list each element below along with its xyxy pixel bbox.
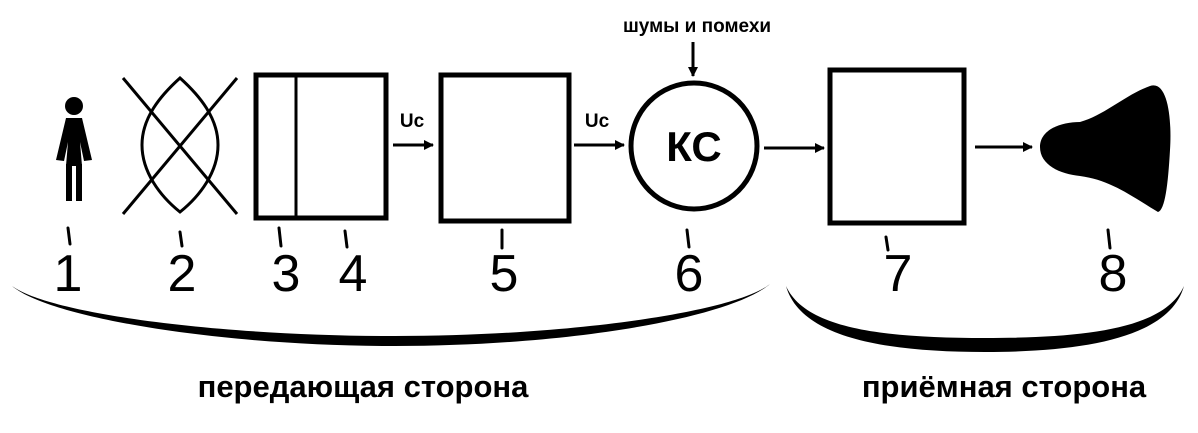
noise-label: шумы и помехи (623, 16, 771, 37)
channel-label: КС (666, 123, 721, 170)
crossed-message-icon (121, 75, 239, 215)
signal-label-1: Uс (400, 111, 425, 132)
noise-arrow: шумы и помехи (623, 16, 771, 77)
receive-side-brace (786, 286, 1184, 352)
person-icon (56, 97, 92, 201)
number-8: 8 (1099, 245, 1128, 303)
receiver-block-7 (827, 67, 967, 226)
signal-label-2: Uс (585, 111, 610, 132)
transmit-side-label: передающая сторона (198, 369, 530, 404)
signal-arrow-2: Uс (574, 111, 625, 150)
receive-side-label: приёмная сторона (862, 369, 1147, 404)
transmit-side-brace (12, 284, 770, 346)
transmitter-block-5 (438, 72, 572, 224)
number-2: 2 (168, 245, 197, 303)
number-6: 6 (675, 245, 704, 303)
number-1: 1 (54, 245, 83, 303)
transmitter-block-3-4 (253, 72, 389, 221)
signal-arrow-1: Uс (393, 111, 434, 150)
ear-icon (1040, 85, 1171, 212)
number-5: 5 (490, 245, 519, 303)
channel-circle: КС (628, 80, 760, 212)
number-4: 4 (339, 245, 368, 303)
number-7: 7 (884, 245, 913, 303)
number-3: 3 (272, 245, 301, 303)
